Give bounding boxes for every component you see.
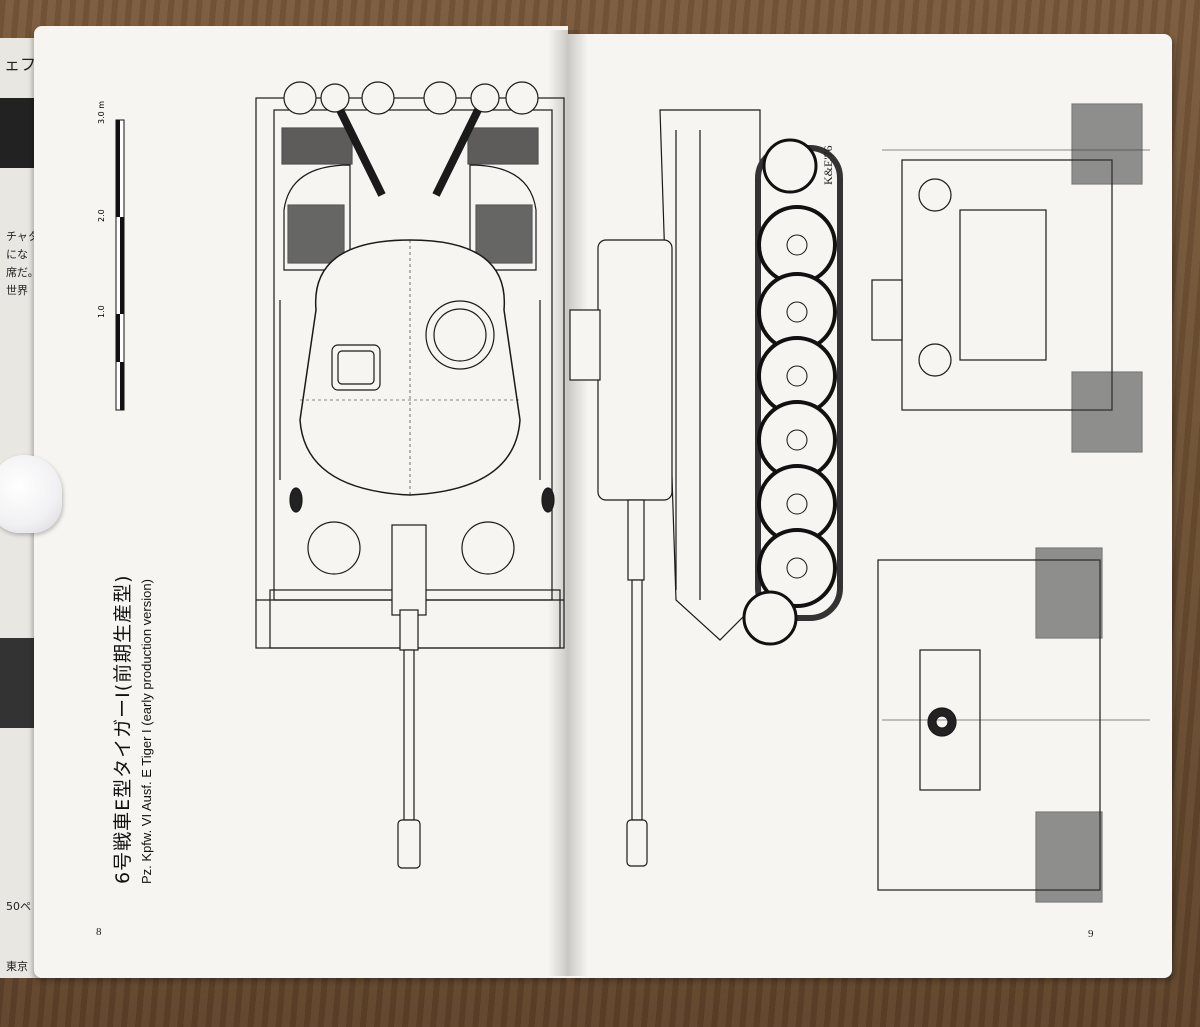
scale-label-3m: 3.0 m [97,101,106,124]
gloved-finger [0,455,62,533]
tank-front-view [877,547,1150,903]
road-wheels [742,138,837,646]
magazine-line-4: 席だ。 [6,266,39,279]
magazine-line-5: 世界 [6,284,28,297]
title-japanese: 6号戦車E型タイガーI(前期生産型) [112,574,134,884]
magazine-line-6: 50ペ [6,900,31,913]
scale-bar: 3.0 m 2.0 1.0 [97,101,125,411]
tank-top-view [255,81,565,869]
left-page-title: 6号戦車E型タイガーI(前期生産型) Pz. Kpfw. VI Ausf. E … [108,574,154,884]
tank-rear-view [871,103,1150,453]
scale-label-2: 2.0 [97,209,106,222]
magazine-line-2: チャタ [6,230,39,243]
page-number-left: 8 [96,926,102,938]
magazine-line-1: ェフ [4,55,37,74]
title-english: Pz. Kpfw. VI Ausf. E Tiger I (early prod… [139,579,154,884]
magazine-line-3: にな [6,248,28,261]
tank-side-view [569,109,843,867]
magazine-line-7: 東京 [6,960,28,973]
artist-signature: K&E'76 [821,146,835,186]
page-number-right: 9 [1088,928,1094,940]
scale-label-1: 1.0 [97,305,106,318]
